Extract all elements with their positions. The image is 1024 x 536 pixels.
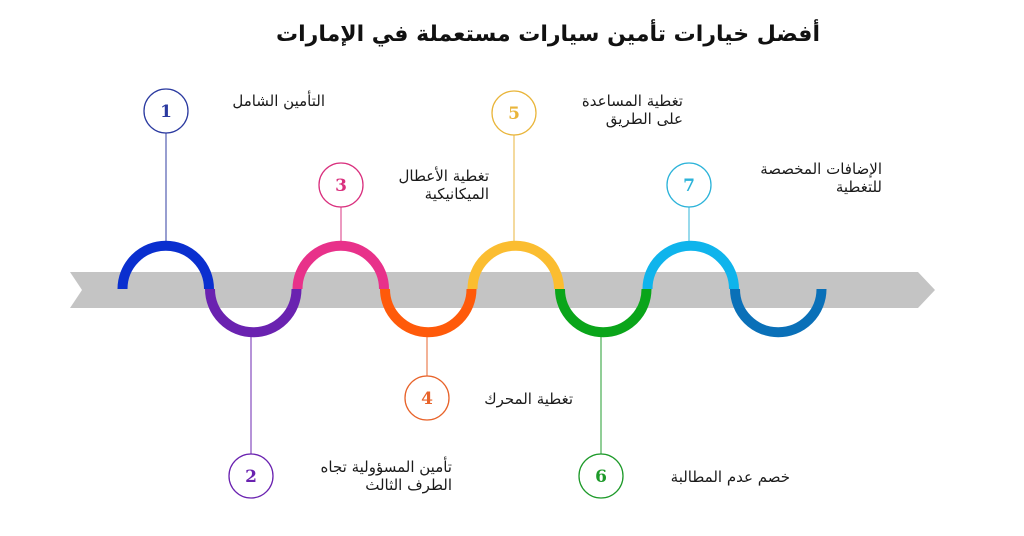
- step-5-circle: [491, 90, 537, 136]
- step-2-label: تأمين المسؤولية تجاه الطرف الثالث: [320, 458, 452, 494]
- step-3-number: 3: [335, 176, 347, 196]
- step-7-label: الإضافات المخصصة للتغطية: [760, 160, 882, 196]
- arrow-band: [70, 272, 935, 308]
- step-7-number: 7: [683, 176, 695, 196]
- step-1-circle: [143, 88, 189, 134]
- step-5-label: تغطية المساعدة على الطريق: [581, 92, 683, 128]
- step-6-circle: [578, 453, 624, 499]
- step-5-number: 5: [508, 104, 520, 124]
- wave-arc-8: [730, 288, 827, 338]
- wave-arc-2: [205, 288, 302, 338]
- step-6-label: خصم عدم المطالبة: [670, 468, 790, 486]
- step-3-circle: [318, 162, 364, 208]
- step-1-label: التأمين الشامل: [232, 92, 325, 110]
- wave-arc-5: [467, 240, 564, 290]
- wave-arc-7: [642, 240, 739, 290]
- wave-arc-4: [380, 288, 477, 338]
- wave-arc-3: [292, 240, 389, 290]
- step-4-label: تغطية المحرك: [484, 390, 573, 408]
- wave-arc-1: [117, 240, 214, 290]
- step-1-number: 1: [160, 102, 172, 122]
- step-2-number: 2: [245, 467, 257, 487]
- step-6-number: 6: [595, 467, 607, 487]
- step-7-circle: [666, 162, 712, 208]
- step-3-label: تغطية الأعطال الميكانيكية: [398, 167, 490, 203]
- step-2-circle: [228, 453, 274, 499]
- step-4-circle: [404, 375, 450, 421]
- diagram-title: أفضل خيارات تأمين سيارات مستعملة في الإم…: [276, 22, 820, 47]
- wave-arc-6: [555, 288, 652, 338]
- step-4-number: 4: [421, 389, 433, 409]
